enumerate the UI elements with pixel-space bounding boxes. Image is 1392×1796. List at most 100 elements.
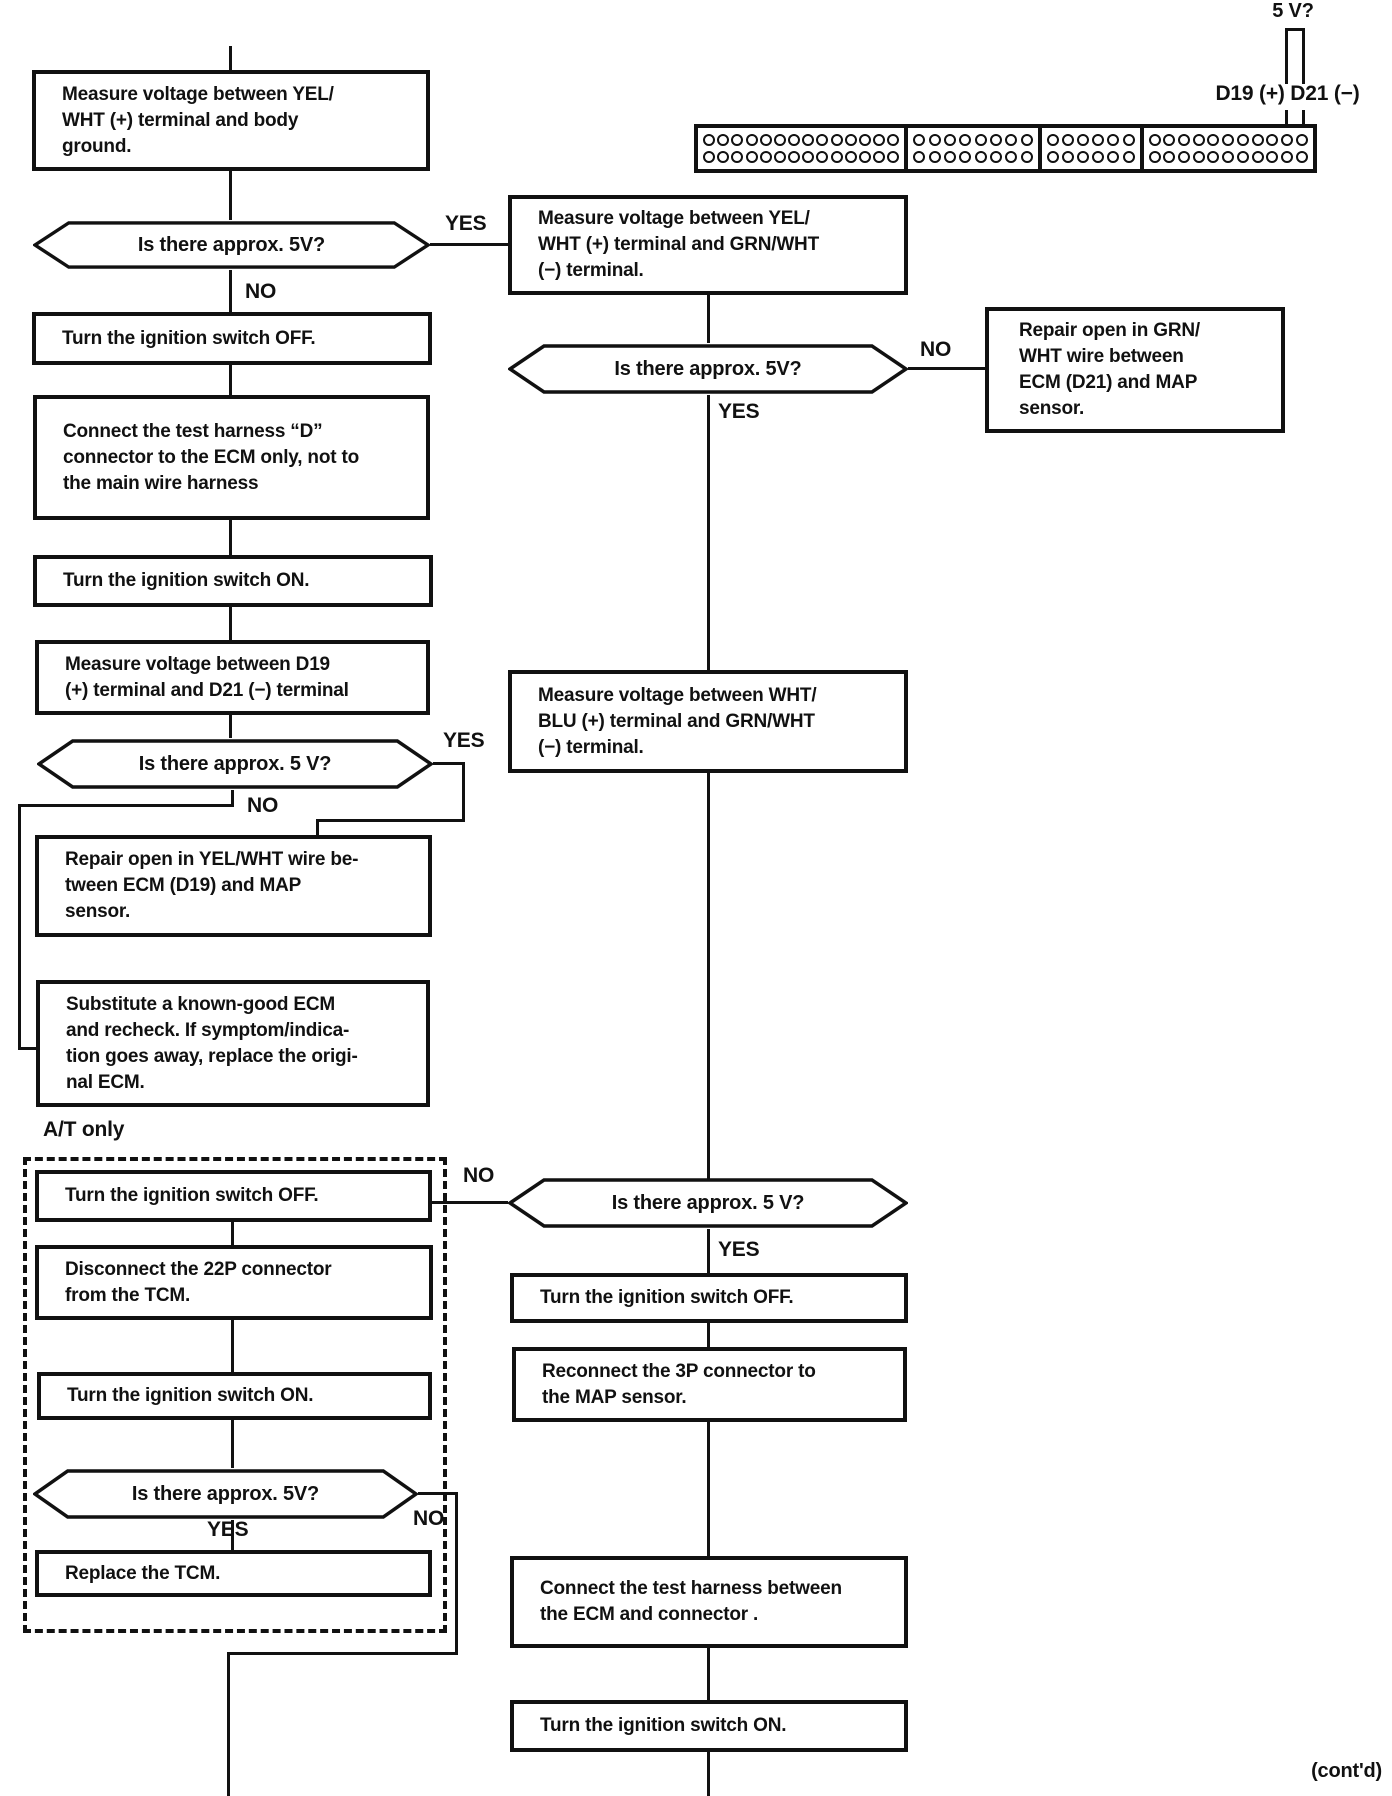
connector-pin xyxy=(913,133,926,146)
flow-line xyxy=(430,243,508,246)
hexagon-shape xyxy=(508,344,908,394)
connector-pin xyxy=(1005,151,1018,164)
connector-pin xyxy=(1222,133,1235,146)
at-only-group-border xyxy=(23,1157,447,1633)
flow-line xyxy=(433,762,465,765)
connector-pin xyxy=(1281,133,1294,146)
connector-pin xyxy=(1236,151,1249,164)
connector-pin xyxy=(1062,133,1074,146)
decision-approx-5v-4: Is there approx. 5 V? xyxy=(508,1177,908,1229)
step-connect-test-harness-ecm: Connect the test harness between the ECM… xyxy=(510,1556,908,1648)
connector-pin xyxy=(990,133,1003,146)
step-text: Connect the test harness “D” connector t… xyxy=(63,420,359,494)
flow-line xyxy=(229,607,232,640)
flow-line xyxy=(231,1420,234,1468)
decision-approx-5v-2: Is there approx. 5 V? xyxy=(37,738,433,790)
connector-pin xyxy=(1178,133,1191,146)
connector-pin xyxy=(1222,151,1235,164)
step-replace-tcm: Replace the TCM. xyxy=(35,1550,432,1597)
probe-bracket-left xyxy=(1285,28,1288,84)
connector-pin xyxy=(1148,151,1161,164)
connector-pin xyxy=(1020,133,1033,146)
connector-section xyxy=(1139,124,1317,173)
label-no: NO xyxy=(247,794,279,817)
label-yes: YES xyxy=(718,400,760,423)
step-text: Measure voltage between WHT/ BLU (+) ter… xyxy=(538,684,817,758)
label-no: NO xyxy=(245,280,277,303)
decision-text: Is there approx. 5V? xyxy=(137,233,326,256)
connector-pin xyxy=(1207,133,1220,146)
step-text: Turn the ignition switch ON. xyxy=(540,1715,787,1736)
connector-pin xyxy=(1005,133,1018,146)
connector-pin xyxy=(858,133,871,146)
connector-pin xyxy=(1148,133,1161,146)
step-turn-ignition-on-1: Turn the ignition switch ON. xyxy=(33,555,433,607)
decision-text: Is there approx. 5 V? xyxy=(611,1191,805,1214)
decision-text: Is there approx. 5 V? xyxy=(138,752,332,775)
flow-line xyxy=(707,1323,710,1349)
connector-pin xyxy=(1207,151,1220,164)
flow-line xyxy=(229,365,232,395)
connector-pin-row xyxy=(908,133,1038,146)
connector-pin xyxy=(1092,133,1105,146)
connector-pin xyxy=(1077,133,1090,146)
flow-line xyxy=(231,790,234,807)
step-measure-d19-d21: Measure voltage between D19 (+) terminal… xyxy=(35,640,430,715)
step-text: Measure voltage between D19 (+) terminal… xyxy=(65,653,349,701)
label-yes: YES xyxy=(443,729,485,752)
connector-pin xyxy=(717,133,730,146)
connector-pin xyxy=(873,151,886,164)
terminal-tick-d19 xyxy=(1285,110,1288,126)
continued-label: (cont'd) xyxy=(1311,1760,1382,1782)
connector-pin xyxy=(830,133,843,146)
connector-pin xyxy=(731,151,744,164)
connector-pin xyxy=(913,151,926,164)
connector-pin xyxy=(788,151,801,164)
ecm-connector-diagram xyxy=(694,124,1317,173)
connector-pin xyxy=(990,151,1003,164)
connector-pin xyxy=(944,151,957,164)
flow-line xyxy=(18,804,21,1050)
flow-line xyxy=(707,1752,710,1796)
flow-line xyxy=(707,395,710,670)
label-no: NO xyxy=(463,1164,495,1187)
connector-section xyxy=(694,124,909,173)
flow-line xyxy=(418,1492,458,1495)
step-text: Measure voltage between YEL/ WHT (+) ter… xyxy=(538,208,819,281)
label-yes: YES xyxy=(445,212,487,235)
connector-pin xyxy=(1236,133,1249,146)
hexagon-shape xyxy=(37,739,433,789)
connector-pin-row xyxy=(1144,151,1313,164)
connector-pin xyxy=(1178,151,1191,164)
connector-pin xyxy=(745,151,758,164)
connector-pin xyxy=(1266,133,1279,146)
connector-pin xyxy=(1281,151,1294,164)
step-text: Turn the ignition switch OFF. xyxy=(65,1185,319,1206)
connector-pin xyxy=(1266,151,1279,164)
connector-pin xyxy=(816,133,829,146)
connector-pin xyxy=(974,133,987,146)
flow-line xyxy=(231,1320,234,1372)
connector-pin xyxy=(1192,133,1205,146)
label-yes: YES xyxy=(718,1238,760,1261)
step-text: Turn the ignition switch ON. xyxy=(63,570,310,591)
step-text: Substitute a known-good ECM and recheck.… xyxy=(66,993,358,1093)
step-measure-yel-wht-body-ground: Measure voltage between YEL/ WHT (+) ter… xyxy=(32,70,430,171)
flow-line xyxy=(316,819,465,822)
connector-pin xyxy=(759,133,772,146)
flow-line xyxy=(18,1047,38,1050)
terminals-label: D19 (+) D21 (−) xyxy=(1215,82,1360,105)
connector-pin xyxy=(802,133,815,146)
connector-pin xyxy=(928,133,941,146)
hexagon-shape xyxy=(33,1469,418,1519)
connector-pin xyxy=(788,133,801,146)
step-text: Reconnect the 3P connector to the MAP se… xyxy=(542,1360,816,1408)
flow-line xyxy=(707,1422,710,1558)
flow-line xyxy=(316,819,319,837)
step-text: Turn the ignition switch OFF. xyxy=(62,327,316,349)
connector-pin xyxy=(887,133,900,146)
decision-approx-5v-at: Is there approx. 5V? xyxy=(33,1468,418,1520)
connector-pin-row xyxy=(908,151,1038,164)
connector-pin xyxy=(858,151,871,164)
flow-line xyxy=(707,1229,710,1275)
